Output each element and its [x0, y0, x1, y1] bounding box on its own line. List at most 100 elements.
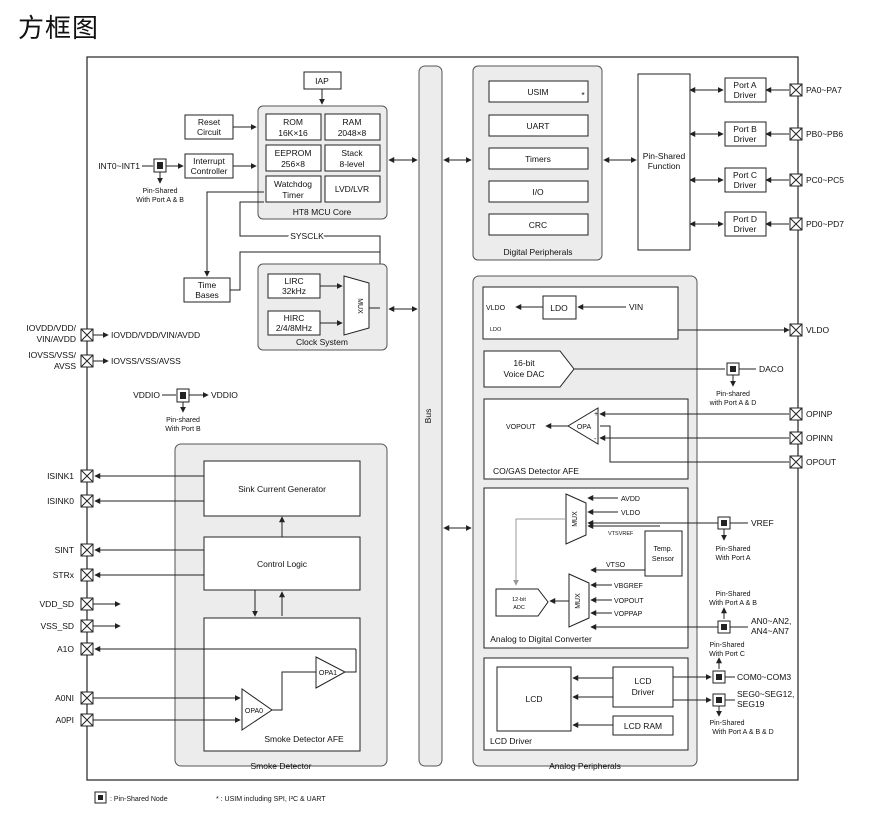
- adc-in-avdd: AVDD: [621, 496, 640, 503]
- analog-peripherals-title: Analog Peripherals: [549, 761, 621, 771]
- smoke-pins-1-label: ISINK0: [47, 496, 74, 506]
- daco-pin-label: DACO: [759, 364, 784, 374]
- vref-note: Pin-Shared: [715, 546, 750, 553]
- smoke-afe-label: Smoke Detector AFE: [264, 734, 344, 744]
- right-pins: PA0~PA7 PB0~PB6 PC0~PC5 PD0~PD7 VLDO OPI…: [789, 83, 844, 469]
- port-b-driver: Port B Driver: [689, 121, 789, 147]
- lcd-driver-label2: Driver: [632, 687, 655, 697]
- opa-plus: +: [594, 411, 598, 418]
- adc-mux-2: [568, 573, 590, 628]
- adc-mux-1: [565, 493, 587, 545]
- adc-label2: ADC: [513, 605, 525, 611]
- lcd-ram-label: LCD RAM: [624, 721, 662, 731]
- crc-label: CRC: [529, 220, 547, 230]
- ports-2-driver-1-label: Driver: [734, 180, 757, 190]
- ram-box: [324, 113, 381, 141]
- opa0-amplifier: [241, 688, 273, 731]
- seg-note2: With Port A & B & D: [712, 729, 773, 736]
- crc-box: [488, 213, 589, 236]
- eeprom-size: 256×8: [281, 159, 305, 169]
- timers-box: [488, 147, 589, 170]
- opa0-label: OPA0: [245, 708, 263, 715]
- pin-shared-node-icon: [94, 791, 107, 804]
- opinp-pin: OPINP: [789, 407, 833, 421]
- voice-dac-box: [483, 350, 575, 388]
- adc-mux2-label: MUX: [575, 593, 582, 609]
- interrupt-label2: Controller: [191, 166, 228, 176]
- co-gas-afe-box: [483, 398, 689, 480]
- ports-3-driver-1-label: Driver: [734, 224, 757, 234]
- vdd-sd-pin: VDD_SD: [40, 597, 121, 611]
- digital-peripherals-title: Digital Peripherals: [504, 247, 573, 257]
- vddio-pin-label: VDDIO: [133, 390, 160, 400]
- adc-converter-box: [495, 588, 549, 617]
- sint-pin: SINT: [55, 543, 204, 557]
- an-note: Pin-Shared: [715, 591, 750, 598]
- timebase-box: [183, 277, 231, 303]
- psf-label2: Function: [648, 161, 681, 171]
- reset-box: [184, 114, 234, 140]
- port-d-driver: Port D Driver: [689, 211, 789, 237]
- adc-in-voppap: VOPPAP: [614, 611, 643, 618]
- adc-in-vbgref: VBGREF: [614, 583, 643, 590]
- clock-system-title: Clock System: [296, 337, 348, 347]
- temp-sensor-box: [644, 530, 683, 577]
- bus: [418, 65, 443, 767]
- ram-size: 2048×8: [338, 128, 367, 138]
- analog-opa_pins-0-label: OPINP: [806, 409, 833, 419]
- int-pin-label: INT0~INT1: [98, 161, 140, 171]
- daco-pin-node-icon: [726, 362, 740, 376]
- ports-0-driver-0-label: Port A: [733, 80, 756, 90]
- iovdd-pin-label: IOVDD/VDD/: [26, 323, 76, 333]
- pd-pin: PD0~PD7: [789, 217, 844, 231]
- smoke-pins: ISINK1 ISINK0 SINT STRx VDD_SD VSS_SD: [40, 469, 356, 727]
- hirc-label: HIRC: [284, 313, 305, 323]
- eeprom-label: EEPROM: [275, 148, 312, 158]
- vddio-pin-node-icon: [176, 388, 190, 403]
- usim-box: [488, 80, 589, 103]
- temp-label2: Sensor: [652, 556, 675, 563]
- ports-1-pin-label: PB0~PB6: [806, 129, 843, 139]
- daco-note2: with Port A & D: [709, 400, 757, 407]
- iovss-pin-label: IOVSS/VSS/: [28, 350, 76, 360]
- digital-items: USIM * UART Timers I/O CRC: [488, 80, 589, 236]
- lcd-label: LCD: [525, 694, 542, 704]
- seg-pin-node-icon: [712, 693, 726, 707]
- seg-pin-label: SEG0~SEG12,: [737, 689, 794, 699]
- vref-pin-label: VREF: [751, 518, 774, 528]
- lvd-label: LVD/LVR: [335, 184, 369, 194]
- control-logic-box: [203, 536, 361, 591]
- io-box: [488, 180, 589, 203]
- smoke-pins-0-label: ISINK1: [47, 471, 74, 481]
- port-c-driver: Port C Driver: [689, 167, 789, 193]
- vldo-label: VLDO: [486, 305, 506, 312]
- vref-pin-node-icon: [717, 516, 731, 530]
- smoke-pins-7-label: A0NI: [55, 693, 74, 703]
- lcd-driver-box: [612, 666, 674, 708]
- an-pin-node-icon: [717, 620, 731, 634]
- vopout-label: VOPOUT: [506, 424, 536, 431]
- smoke-pins-5-label: VSS_SD: [40, 621, 74, 631]
- pa-pin: PA0~PA7: [789, 83, 842, 97]
- ports-3-driver-0-label: Port D: [733, 214, 757, 224]
- smoke-detector-title: Smoke Detector: [251, 761, 312, 771]
- timers-label: Timers: [525, 154, 551, 164]
- legend-usim-note: * : USIM including SPI, I²C & UART: [216, 796, 326, 803]
- iovdd-pin-label2: VIN/AVDD: [36, 334, 76, 344]
- clock-mux-label: MUX: [356, 298, 363, 314]
- co-gas-afe-label: CO/GAS Detector AFE: [493, 466, 579, 476]
- usim-label: USIM: [527, 87, 548, 97]
- analog-vldo_pin-label: VLDO: [806, 325, 830, 335]
- a0pi-pin: A0PI: [56, 713, 241, 727]
- legend: : Pin-Shared Node * : USIM including SPI…: [94, 791, 326, 804]
- adc-in-vldo: VLDO: [621, 510, 641, 517]
- lcd-driver-panel-label: LCD Driver: [490, 736, 532, 746]
- iovdd-pin-icon: [80, 328, 94, 342]
- timebase-label2: Bases: [195, 290, 219, 300]
- an-pin-label: AN0~AN2,: [751, 616, 791, 626]
- port-a-driver: Port A Driver: [689, 77, 789, 103]
- ports-0-driver-1-label: Driver: [734, 90, 757, 100]
- ports-0-pin-label: PA0~PA7: [806, 85, 842, 95]
- pc-pin: PC0~PC5: [789, 173, 844, 187]
